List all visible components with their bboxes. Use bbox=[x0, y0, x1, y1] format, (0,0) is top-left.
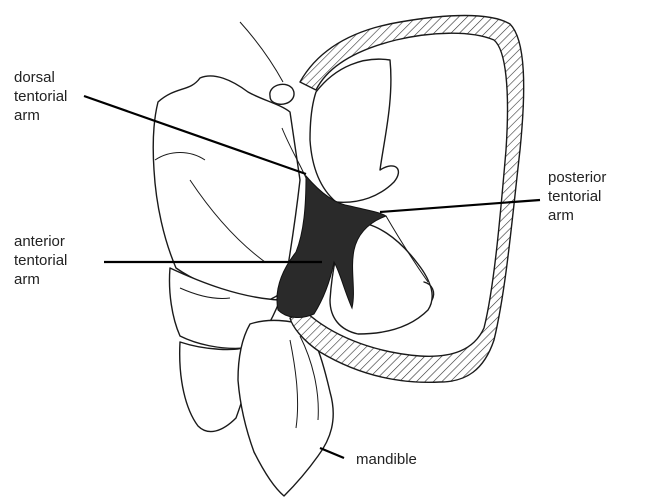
label-line: arm bbox=[14, 270, 67, 289]
frons-plate bbox=[153, 76, 300, 302]
label-line: posterior bbox=[548, 168, 606, 187]
antenna-line bbox=[240, 22, 283, 82]
label-mandible: mandible bbox=[356, 450, 417, 469]
label-line: arm bbox=[548, 206, 606, 225]
label-line: anterior bbox=[14, 232, 67, 251]
label-line: tentorial bbox=[14, 251, 67, 270]
label-line: arm bbox=[14, 106, 67, 125]
leader-mandible bbox=[320, 448, 344, 458]
label-posterior-tentorial-arm: posterior tentorial arm bbox=[548, 168, 606, 225]
leader-posterior bbox=[380, 200, 540, 212]
capsule-upper-lobe bbox=[310, 59, 398, 202]
label-line: tentorial bbox=[548, 187, 606, 206]
label-dorsal-tentorial-arm: dorsal tentorial arm bbox=[14, 68, 67, 125]
label-anterior-tentorial-arm: anterior tentorial arm bbox=[14, 232, 67, 289]
label-line: dorsal bbox=[14, 68, 67, 87]
label-line: tentorial bbox=[14, 87, 67, 106]
antennal-socket bbox=[270, 84, 294, 104]
